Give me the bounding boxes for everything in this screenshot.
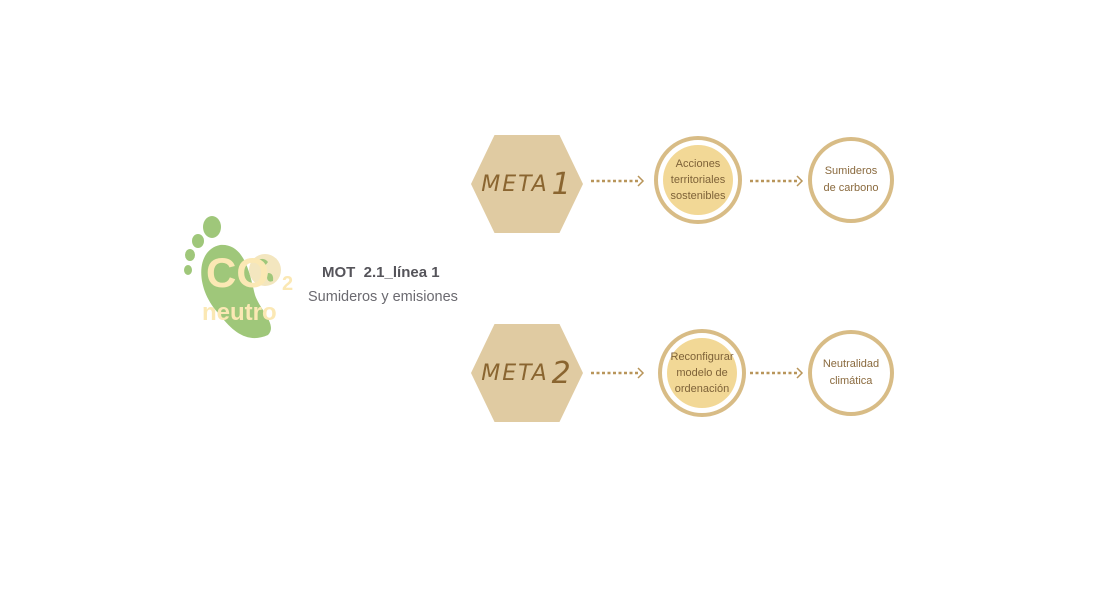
meta-number: 2 (551, 355, 573, 391)
step-label: Reconfigurar modelo de ordenación (667, 338, 737, 408)
result-circle: Sumideros de carbono (808, 137, 894, 223)
step-label: Acciones territoriales sostenibles (663, 145, 733, 215)
logo-co-text: CO (206, 249, 269, 296)
meta-label: META (481, 360, 549, 386)
dotted-arrow-icon (750, 175, 804, 187)
logo-2-text: 2 (282, 273, 294, 295)
result-label: Neutralidad climática (822, 358, 880, 387)
step-circle: Acciones territoriales sostenibles (654, 136, 742, 224)
dotted-arrow-icon (750, 367, 804, 379)
result-circle: Neutralidad climática (808, 330, 894, 416)
dotted-arrow-icon (591, 175, 645, 187)
meta-number: 1 (551, 166, 573, 202)
step-circle: Reconfigurar modelo de ordenación (658, 329, 746, 417)
page-subtitle: Sumideros y emisiones (308, 289, 458, 305)
meta-label: META (481, 171, 549, 197)
logo-neutro-text: neutro (202, 299, 277, 326)
result-label: Sumideros de carbono (823, 165, 879, 194)
co2-neutro-logo: CO 2 neutro (180, 215, 300, 345)
dotted-arrow-icon (591, 367, 645, 379)
page-title: MOT 2.1_línea 1 (322, 264, 440, 281)
